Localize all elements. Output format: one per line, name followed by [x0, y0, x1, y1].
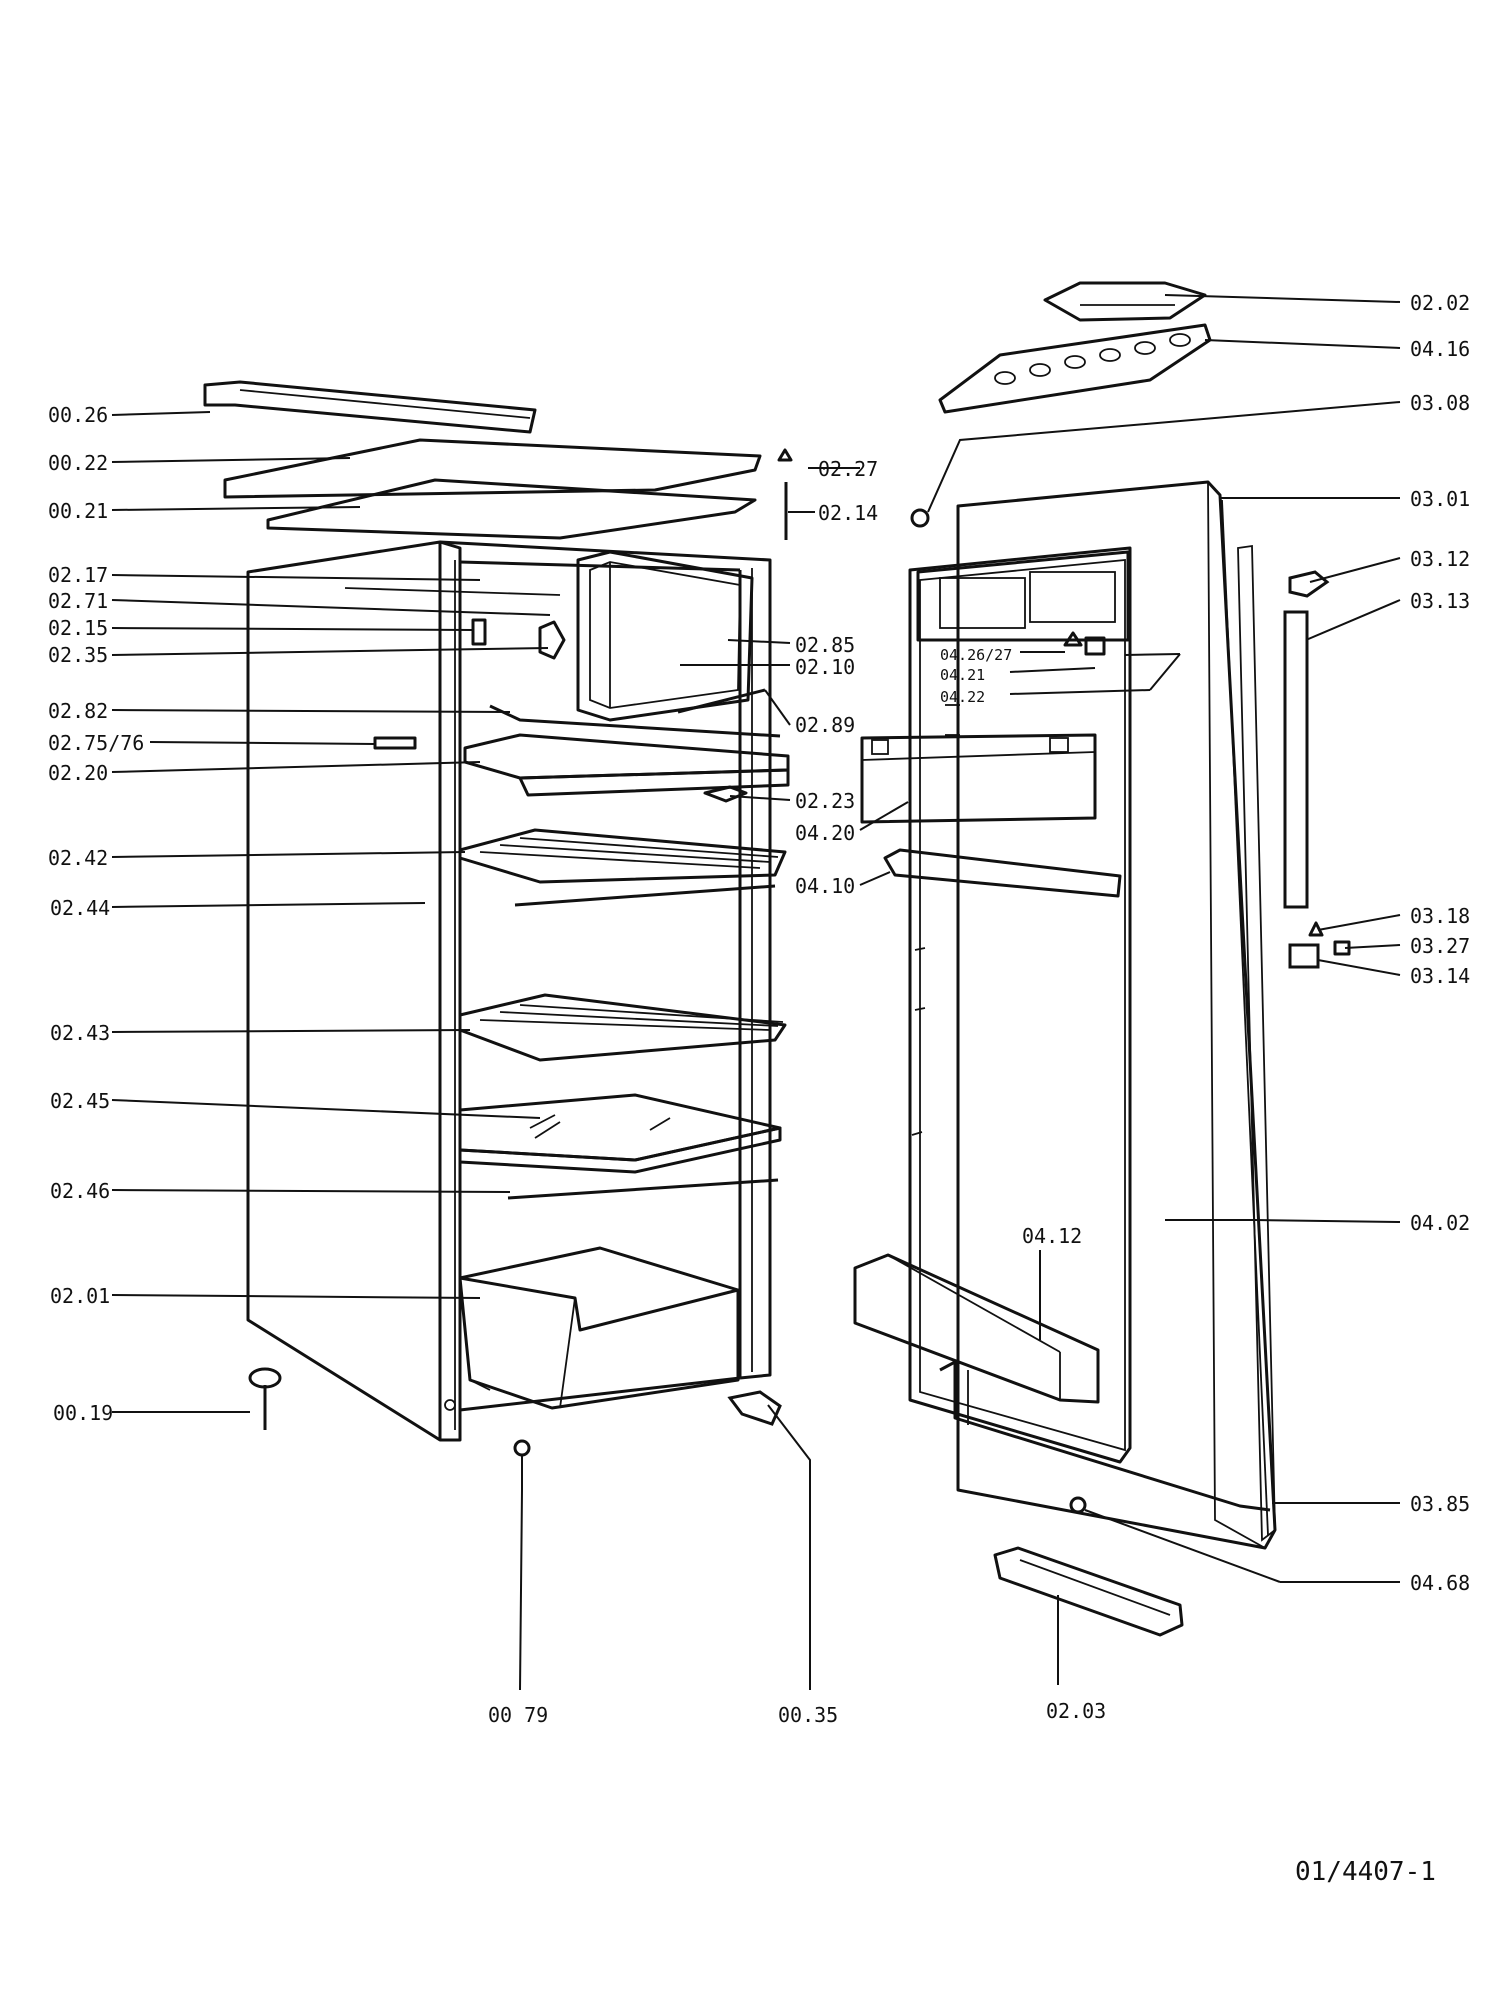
part-catch	[1084, 636, 1106, 656]
label-04.16: 04.16	[1410, 337, 1470, 361]
label-02.75-76: 02.75/76	[48, 731, 144, 755]
part-door-stop	[1069, 1496, 1087, 1514]
part-crisper-drawer	[458, 1246, 740, 1410]
part-adjustable-foot	[248, 1367, 282, 1430]
fridge-door	[908, 480, 1277, 1550]
label-00.35: 00.35	[778, 1703, 838, 1727]
label-02.17: 02.17	[48, 563, 108, 587]
part-ice-tray	[1043, 281, 1207, 322]
label-04.02: 04.02	[1410, 1211, 1470, 1235]
label-02.02: 02.02	[1410, 291, 1470, 315]
part-hinge	[727, 1390, 782, 1426]
label-03.18: 03.18	[1410, 904, 1470, 928]
label-00.19: 00.19	[53, 1401, 113, 1425]
label-03.14: 03.14	[1410, 964, 1470, 988]
part-pin	[777, 448, 793, 462]
part-rail	[344, 587, 561, 596]
label-02.27: 02.27	[818, 457, 878, 481]
label-00.79: 00 79	[488, 1703, 548, 1727]
part-bottom-tray	[993, 1546, 1184, 1637]
part-latch	[1063, 631, 1083, 647]
part-tick-2	[914, 1007, 926, 1011]
fridge-cabinet	[246, 540, 772, 1442]
part-shelf-rod-1	[514, 884, 776, 907]
label-02.45: 02.45	[50, 1089, 110, 1113]
label-03.13: 03.13	[1410, 589, 1470, 613]
part-top-insulation	[266, 478, 757, 540]
part-top-strip	[203, 380, 537, 434]
label-04.10: 04.10	[795, 874, 855, 898]
part-door-shelf-lower	[853, 1253, 1100, 1404]
part-tick-3	[911, 1131, 923, 1136]
label-02.46: 02.46	[50, 1179, 110, 1203]
label-00.22: 00.22	[48, 451, 108, 475]
label-00.26: 00.26	[48, 403, 108, 427]
part-freezer-compartment	[576, 550, 754, 722]
label-04.21: 04.21	[940, 666, 985, 684]
part-wire-shelf-1	[458, 828, 787, 884]
label-02.35: 02.35	[48, 643, 108, 667]
part-rod	[677, 688, 766, 714]
label-02.10: 02.10	[795, 655, 855, 679]
label-02.20: 02.20	[48, 761, 108, 785]
part-labels: 00.26 00.22 00.21 02.17 02.71 02.15 02.3…	[48, 291, 1470, 1727]
part-plug	[910, 508, 930, 528]
label-00.21: 00.21	[48, 499, 108, 523]
label-03.27: 03.27	[1410, 934, 1470, 958]
label-04.12: 04.12	[1022, 1224, 1082, 1248]
part-small-clip	[373, 736, 417, 750]
part-door-shelf-upper	[860, 733, 1097, 824]
part-glass-shelf	[458, 1093, 782, 1174]
part-egg-tray	[938, 323, 1212, 414]
label-03.85: 03.85	[1410, 1492, 1470, 1516]
part-clip	[471, 618, 487, 646]
label-03.01: 03.01	[1410, 487, 1470, 511]
part-bottom-hinge	[1288, 943, 1320, 969]
label-02.14: 02.14	[818, 501, 878, 525]
part-top-panel	[223, 438, 762, 499]
part-thermostat	[538, 620, 566, 660]
label-03.12: 03.12	[1410, 547, 1470, 571]
part-shelf-rod-2	[507, 1178, 779, 1200]
label-02.89: 02.89	[795, 713, 855, 737]
label-02.01: 02.01	[50, 1284, 110, 1308]
leader-lines	[111, 294, 1401, 1691]
drawing-reference: 01/4407-1	[1295, 1857, 1436, 1887]
label-04.22: 04.22	[940, 688, 985, 706]
label-04.68: 04.68	[1410, 1571, 1470, 1595]
label-02.82: 02.82	[48, 699, 108, 723]
label-02.15: 02.15	[48, 616, 108, 640]
part-top-hinge	[1288, 570, 1330, 598]
label-02.43: 02.43	[50, 1021, 110, 1045]
label-02.85: 02.85	[795, 633, 855, 657]
label-02.71: 02.71	[48, 589, 108, 613]
label-02.42: 02.42	[48, 846, 108, 870]
label-02.44: 02.44	[50, 896, 110, 920]
part-screw	[513, 1439, 531, 1457]
label-04.20: 04.20	[795, 821, 855, 845]
label-03.08: 03.08	[1410, 391, 1470, 415]
part-tick-1	[914, 947, 926, 951]
label-02.03: 02.03	[1046, 1699, 1106, 1723]
part-drip-tray	[489, 704, 781, 738]
label-02.23: 02.23	[795, 789, 855, 813]
label-04.26-27: 04.26/27	[940, 646, 1012, 664]
part-door-handle	[1283, 610, 1309, 909]
part-door-rail	[883, 848, 1122, 898]
part-cap	[703, 785, 748, 803]
part-wire-shelf-2	[458, 993, 787, 1062]
